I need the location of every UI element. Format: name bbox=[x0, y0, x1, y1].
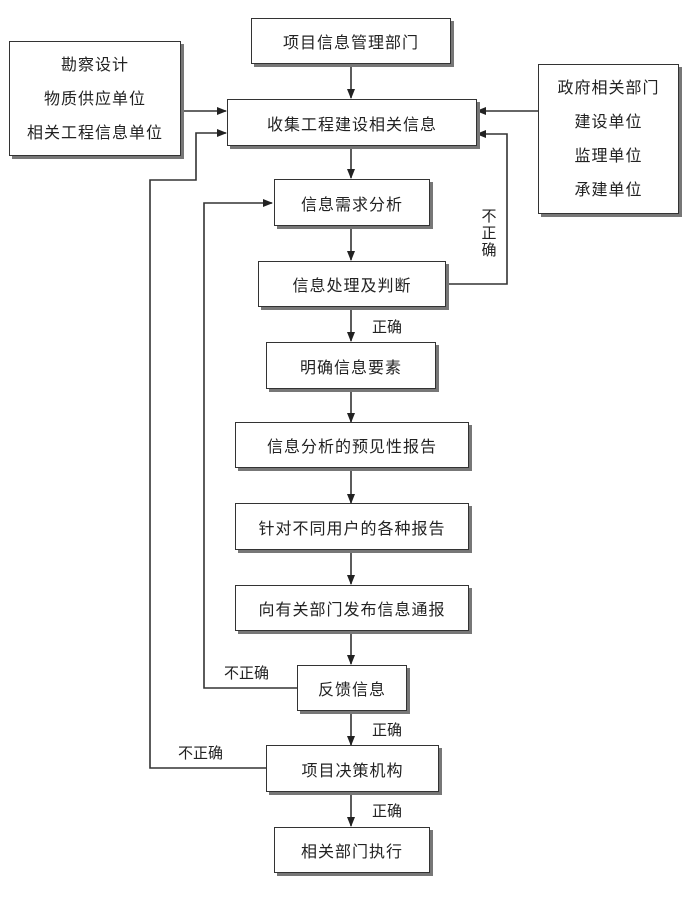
node-right-sources: 政府相关部门 建设单位 监理单位 承建单位 bbox=[538, 64, 679, 214]
left-source-item: 相关工程信息单位 bbox=[26, 122, 163, 142]
label-decision-correct: 正确 bbox=[372, 802, 403, 820]
node-publish: 向有关部门发布信息通报 bbox=[235, 585, 469, 631]
right-source-item: 建设单位 bbox=[574, 112, 643, 131]
node-decision: 项目决策机构 bbox=[266, 745, 439, 792]
label-decision-incorrect: 不正确 bbox=[178, 744, 224, 762]
node-process-label: 信息处理及判断 bbox=[292, 276, 412, 295]
arrow-decision-loop bbox=[149, 129, 268, 769]
arrow-process-loop bbox=[446, 130, 508, 285]
node-collect-label: 收集工程建设相关信息 bbox=[266, 114, 437, 134]
node-elements: 明确信息要素 bbox=[266, 342, 436, 389]
node-demand: 信息需求分析 bbox=[274, 179, 430, 226]
arrow-feedback-loop bbox=[203, 199, 298, 689]
node-left-sources: 勘察设计 物质供应单位 相关工程信息单位 bbox=[9, 41, 181, 156]
node-reports: 针对不同用户的各种报告 bbox=[235, 503, 469, 550]
node-execute: 相关部门执行 bbox=[274, 827, 430, 873]
label-feedback-incorrect: 不正确 bbox=[224, 664, 270, 682]
node-forecast: 信息分析的预见性报告 bbox=[235, 422, 469, 468]
label-feedback-correct: 正确 bbox=[372, 721, 403, 739]
node-demand-label: 信息需求分析 bbox=[300, 194, 403, 214]
right-source-item: 承建单位 bbox=[574, 180, 643, 199]
label-process-correct: 正确 bbox=[372, 318, 403, 336]
node-elements-label: 明确信息要素 bbox=[299, 357, 402, 377]
right-source-item: 政府相关部门 bbox=[557, 78, 660, 97]
node-feedback: 反馈信息 bbox=[297, 665, 407, 711]
left-source-item: 物质供应单位 bbox=[43, 88, 146, 108]
node-collect: 收集工程建设相关信息 bbox=[227, 99, 477, 146]
node-decision-label: 项目决策机构 bbox=[301, 760, 404, 780]
right-source-item: 监理单位 bbox=[574, 146, 643, 165]
node-feedback-label: 反馈信息 bbox=[317, 680, 386, 699]
left-source-item: 勘察设计 bbox=[60, 54, 129, 74]
node-publish-label: 向有关部门发布信息通报 bbox=[258, 600, 446, 619]
node-mgmt: 项目信息管理部门 bbox=[251, 18, 451, 64]
node-reports-label: 针对不同用户的各种报告 bbox=[258, 518, 446, 538]
label-process-incorrect: 不正确 bbox=[481, 207, 497, 259]
node-process: 信息处理及判断 bbox=[258, 261, 446, 307]
node-forecast-label: 信息分析的预见性报告 bbox=[266, 437, 437, 456]
node-mgmt-label: 项目信息管理部门 bbox=[282, 33, 419, 52]
node-execute-label: 相关部门执行 bbox=[300, 842, 403, 861]
